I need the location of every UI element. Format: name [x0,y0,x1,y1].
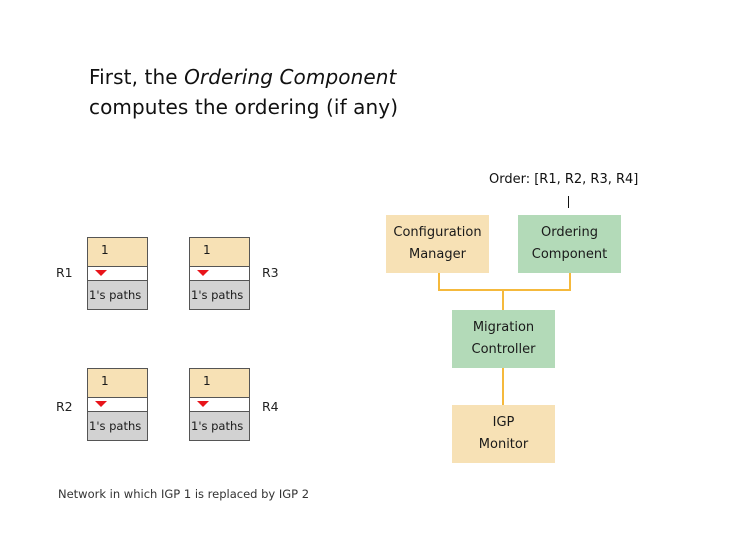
igp-monitor-box: IGP Monitor [452,405,555,463]
router-label-r4: R4 [262,399,279,414]
router-igp-cell: 1 [190,369,249,398]
red-down-triangle-icon [197,401,209,407]
connector-bus [438,289,571,291]
router-label-r2: R2 [56,399,73,414]
router-indicator-cell [190,267,249,281]
router-paths-cell: 1's paths [88,412,147,440]
router-r2: 1 1's paths [87,368,148,441]
router-r1: 1 1's paths [87,237,148,310]
order-output-line [568,196,569,208]
router-r3: 1 1's paths [189,237,250,310]
router-igp-cell: 1 [88,369,147,398]
title-emphasis: Ordering Component [184,65,397,89]
router-indicator-cell [88,398,147,412]
router-paths-cell: 1's paths [88,281,147,309]
router-indicator-cell [190,398,249,412]
red-down-triangle-icon [197,270,209,276]
router-label-r3: R3 [262,265,279,280]
connector-ordering-component [569,273,571,291]
slide-title: First, the Ordering Component computes t… [89,62,398,122]
ordering-component-box: Ordering Component [518,215,621,273]
router-igp-cell: 1 [88,238,147,267]
router-igp-cell: 1 [190,238,249,267]
title-line-1: First, the Ordering Component [89,65,397,89]
connector-to-migration-controller [502,290,504,310]
red-down-triangle-icon [95,401,107,407]
network-caption: Network in which IGP 1 is replaced by IG… [58,487,310,501]
connector-config-manager [438,273,440,291]
migration-controller-box: Migration Controller [452,310,555,368]
title-line-2: computes the ordering (if any) [89,95,399,119]
router-r4: 1 1's paths [189,368,250,441]
order-output: Order: [R1, R2, R3, R4] [489,172,639,187]
router-paths-cell: 1's paths [190,281,249,309]
router-label-r1: R1 [56,265,73,280]
connector-to-igp-monitor [502,368,504,405]
router-paths-cell: 1's paths [190,412,249,440]
router-indicator-cell [88,267,147,281]
red-down-triangle-icon [95,270,107,276]
configuration-manager-box: Configuration Manager [386,215,489,273]
